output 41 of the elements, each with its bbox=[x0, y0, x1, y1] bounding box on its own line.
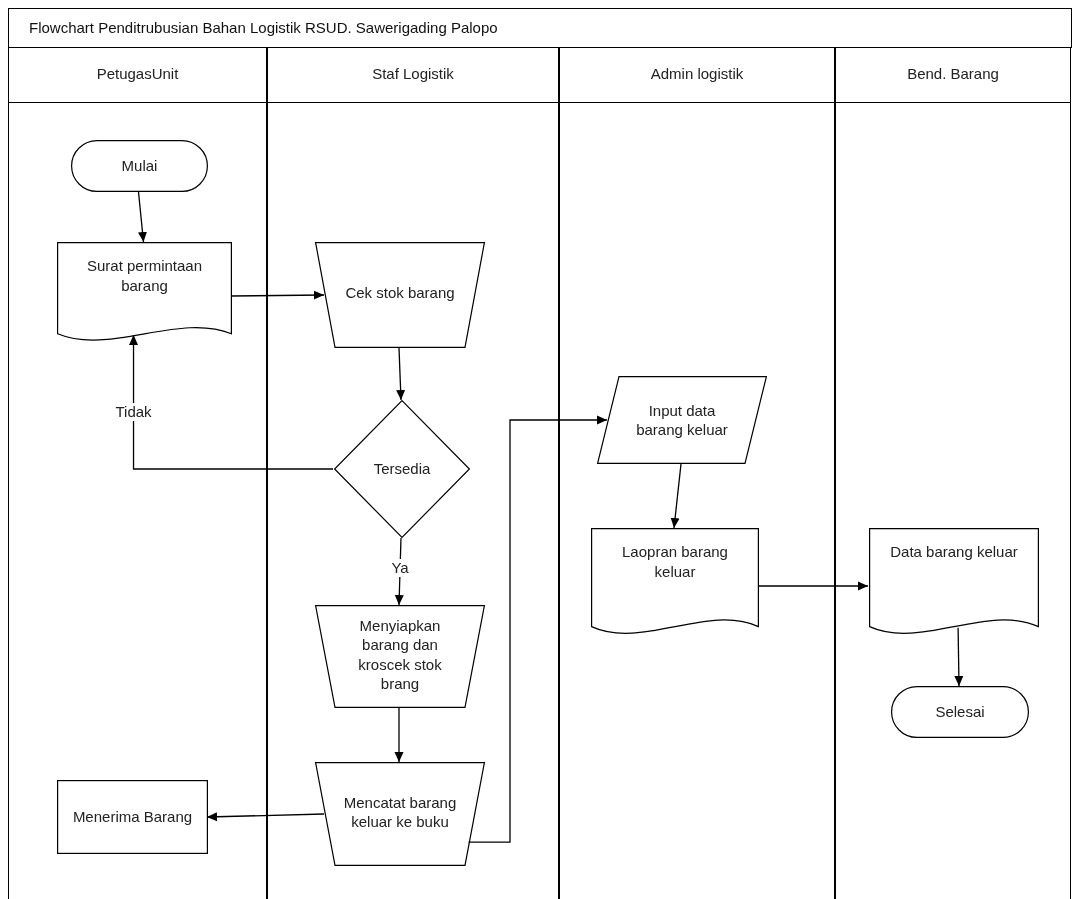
arrow bbox=[129, 334, 334, 470]
arrow bbox=[954, 627, 964, 687]
terminator-shape bbox=[71, 140, 208, 192]
input-parallelogram bbox=[597, 376, 767, 464]
process-box bbox=[57, 780, 208, 854]
node-label: Mencatat barang keluar ke buku bbox=[342, 792, 458, 832]
node-label: Menyiapkan barang dan kroscek stok brang bbox=[357, 615, 443, 694]
terminator-shape bbox=[891, 686, 1029, 738]
diagram-title: Flowchart Penditrubusian Bahan Logistik RSUD. Sawerigading Palopo bbox=[8, 8, 1072, 48]
edge-label: Ya bbox=[390, 559, 410, 578]
node-label: Laopran barang keluar bbox=[621, 542, 729, 581]
lane-header: PetugasUnit bbox=[9, 47, 266, 103]
node-label: Cek stok barang bbox=[345, 283, 455, 303]
manual-operation-shape bbox=[315, 762, 485, 866]
manual-operation-shape bbox=[315, 242, 485, 348]
arrow bbox=[230, 290, 325, 300]
swimlane bbox=[559, 47, 835, 899]
swimlane bbox=[8, 47, 267, 899]
manual-operation-shape bbox=[315, 605, 485, 708]
node-label: Tersedia bbox=[373, 459, 431, 479]
node-label: Data barang keluar bbox=[890, 542, 1018, 562]
arrow bbox=[206, 812, 325, 822]
node-label: Mulai bbox=[121, 156, 158, 176]
node-label: Menerima Barang bbox=[72, 807, 193, 827]
arrow bbox=[670, 463, 682, 529]
arrow bbox=[467, 415, 608, 843]
arrow bbox=[394, 707, 404, 763]
swimlane bbox=[835, 47, 1071, 899]
lane-header: Bend. Barang bbox=[836, 47, 1070, 103]
node-label: Input data barang keluar bbox=[635, 400, 729, 440]
arrow bbox=[394, 537, 404, 606]
node-label: Surat permintaan barang bbox=[85, 256, 204, 295]
arrow bbox=[137, 191, 147, 243]
arrow bbox=[396, 347, 406, 401]
edge-label: Tidak bbox=[114, 402, 153, 421]
lane-header: Staf Logistik bbox=[268, 47, 558, 103]
lane-header: Admin logistik bbox=[560, 47, 834, 103]
arrow bbox=[757, 581, 869, 591]
node-label: Selesai bbox=[935, 702, 985, 722]
decision-diamond bbox=[334, 400, 470, 538]
swimlane bbox=[267, 47, 559, 899]
